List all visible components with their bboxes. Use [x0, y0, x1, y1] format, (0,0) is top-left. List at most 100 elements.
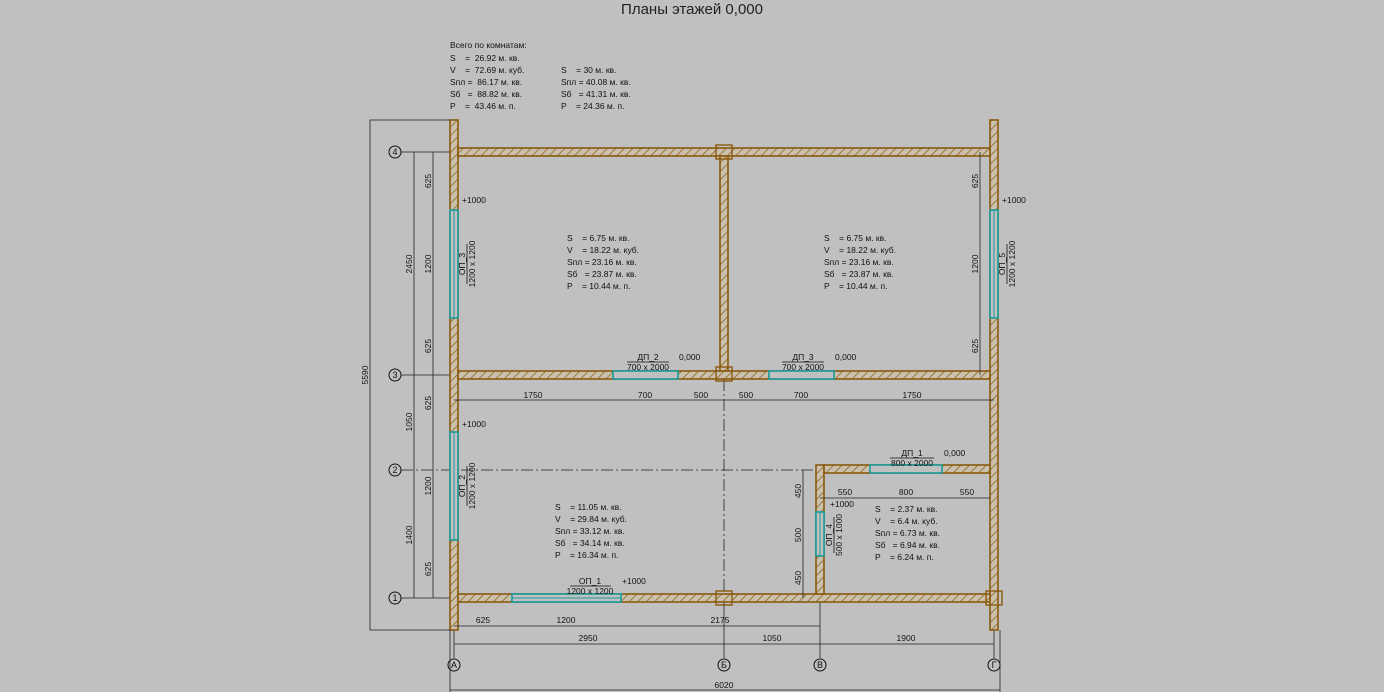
drawing-text: 700 — [794, 390, 808, 400]
drawing-text: 1050 — [404, 412, 414, 431]
axis-4: 4 — [392, 147, 397, 157]
drawing-text: 500 — [694, 390, 708, 400]
room-info-4: S = 2.37 м. кв. V = 6.4 м. куб. Sпл = 6.… — [875, 504, 940, 562]
wall-axis-1 — [457, 593, 991, 603]
drawing-text: S = 6.75 м. кв. — [567, 233, 630, 243]
drawing-text: S = 6.75 м. кв. — [824, 233, 887, 243]
drawing-text: 625 — [970, 339, 980, 353]
drawing-text: P = 10.44 м. п. — [824, 281, 887, 291]
op3-level: +1000 — [462, 195, 486, 205]
drawing-text: 1900 — [897, 633, 916, 643]
drawing-text: Sб = 23.87 м. кв. — [824, 269, 894, 279]
drawing-text: 1400 — [404, 525, 414, 544]
axis-lines — [401, 151, 995, 658]
dp3-name: ДП_3 — [792, 352, 814, 362]
op5-size: 1200 x 1200 — [1007, 240, 1017, 287]
summary-block: Всего по комнатам: S = 26.92 м. кв. V = … — [450, 40, 631, 111]
drawing-text: 1750 — [524, 390, 543, 400]
dp3-size: 700 x 2000 — [782, 362, 824, 372]
drawing-text: Sпл = 23.16 м. кв. — [824, 257, 894, 267]
drawing-text: 1050 — [763, 633, 782, 643]
door-dp1 — [869, 464, 943, 474]
drawing-text: V = 6.4 м. куб. — [875, 516, 938, 526]
drawing-text: 1200 — [423, 254, 433, 273]
drawing-text: 1200 — [423, 476, 433, 495]
op1-level: +1000 — [622, 576, 646, 586]
drawing-text: 1200 — [557, 615, 576, 625]
column — [715, 366, 733, 382]
dp2-size: 700 x 2000 — [627, 362, 669, 372]
drawing-text: 550 — [838, 487, 852, 497]
summary-heading: Всего по комнатам: — [450, 40, 527, 50]
drawing-text: Sпл = 6.73 м. кв. — [875, 528, 940, 538]
wall-axis-a — [449, 119, 459, 631]
axis-bubbles: 4 3 2 1 А Б В Г — [388, 145, 1001, 672]
summary-line: V = 72.69 м. куб. — [450, 65, 524, 75]
wall-axis-g — [989, 119, 999, 631]
drawing-text: 625 — [423, 396, 433, 410]
drawing-text: 625 — [423, 339, 433, 353]
drawing-text: 500 — [739, 390, 753, 400]
summary-line: S = 30 м. кв. — [561, 65, 616, 75]
drawing-text: Sпл = 33.12 м. кв. — [555, 526, 625, 536]
door-dp2 — [612, 370, 679, 380]
drawing-text: P = 10.44 м. п. — [567, 281, 630, 291]
column — [715, 590, 733, 606]
dp1-name: ДП_1 — [901, 448, 923, 458]
dp1-level: 0,000 — [944, 448, 966, 458]
op5-level: +1000 — [1002, 195, 1026, 205]
drawing-text: Sб = 34.14 м. кв. — [555, 538, 625, 548]
op4-size: 500 x 1000 — [834, 514, 844, 556]
drawing-text: 625 — [423, 562, 433, 576]
wall-axis-4 — [457, 147, 991, 157]
axis-g: Г — [992, 660, 997, 670]
dp3-level: 0,000 — [835, 352, 857, 362]
drawing-text: V = 18.22 м. куб. — [567, 245, 639, 255]
summary-line: Sб = 41.31 м. кв. — [561, 89, 631, 99]
drawing-text: 2950 — [579, 633, 598, 643]
dimension-lines — [369, 119, 1001, 692]
drawing-text: P = 16.34 м. п. — [555, 550, 618, 560]
drawing-text: 450 — [793, 484, 803, 498]
summary-line: S = 26.92 м. кв. — [450, 53, 520, 63]
drawing-title: Планы этажей 0,000 — [621, 1, 763, 18]
axis-2: 2 — [392, 465, 397, 475]
door-dp3 — [768, 370, 835, 380]
opening-labels: ОП_3 1200 x 1200 +1000 ОП_5 1200 x 1200 … — [457, 195, 1026, 596]
column — [715, 144, 733, 160]
summary-line: Sпл = 86.17 м. кв. — [450, 77, 522, 87]
drawing-text: 5590 — [360, 365, 370, 384]
drawing-text: Sпл = 23.16 м. кв. — [567, 257, 637, 267]
op4-name: ОП_4 — [824, 524, 834, 546]
op2-name: ОП_2 — [457, 475, 467, 497]
openings — [449, 209, 999, 603]
room-info-3: S = 11.05 м. кв. V = 29.84 м. куб. Sпл =… — [555, 502, 627, 560]
op1-size: 1200 x 1200 — [567, 586, 614, 596]
dp2-level: 0,000 — [679, 352, 701, 362]
drawing-text: 1200 — [970, 254, 980, 273]
wall-axis-b — [719, 155, 729, 372]
drawing-text: 625 — [970, 174, 980, 188]
summary-line: Sпл = 40.08 м. кв. — [561, 77, 631, 87]
drawing-text: P = 6.24 м. п. — [875, 552, 934, 562]
drawing-text: 2175 — [711, 615, 730, 625]
drawing-text: 625 — [423, 174, 433, 188]
drawing-text: Sб = 6.94 м. кв. — [875, 540, 940, 550]
op3-size: 1200 x 1200 — [467, 240, 477, 287]
op1-name: ОП_1 — [579, 576, 601, 586]
op2-size: 1200 x 1200 — [467, 462, 477, 509]
drawing-text: 500 — [793, 528, 803, 542]
summary-line: P = 43.46 м. п. — [450, 101, 516, 111]
drawing-text: 2450 — [404, 254, 414, 273]
op3-name: ОП_3 — [457, 253, 467, 275]
drawing-text: 700 — [638, 390, 652, 400]
axis-a: А — [451, 660, 457, 670]
summary-line: Sб = 88.82 м. кв. — [450, 89, 522, 99]
room-info-1: S = 6.75 м. кв. V = 18.22 м. куб. Sпл = … — [567, 233, 639, 291]
drawing-text: 550 — [960, 487, 974, 497]
column — [985, 590, 1003, 606]
op4-level: +1000 — [830, 499, 854, 509]
drawing-text: 450 — [793, 571, 803, 585]
op2-level: +1000 — [462, 419, 486, 429]
